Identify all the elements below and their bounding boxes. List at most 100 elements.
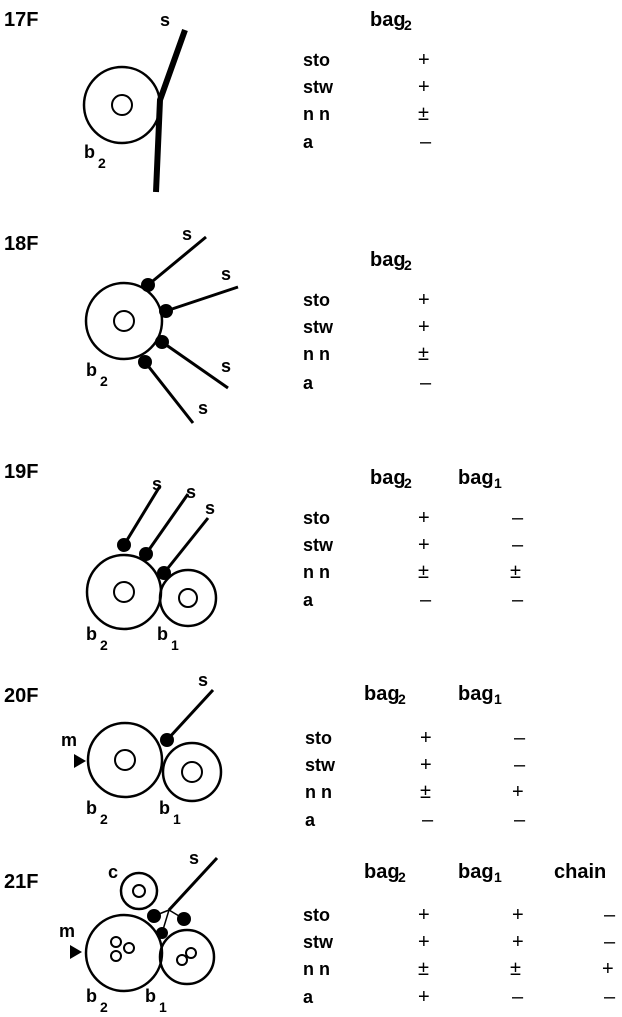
- cell-value: +: [512, 931, 524, 953]
- fiber-label: b: [86, 798, 97, 818]
- panel-id: 21F: [4, 871, 38, 893]
- row-label: sto: [303, 50, 330, 70]
- axon-label: s: [186, 482, 196, 502]
- row-label: a: [303, 132, 314, 152]
- s-axon: [147, 235, 207, 287]
- fiber-label-sub: 2: [100, 999, 108, 1015]
- fiber-label-sub: 2: [98, 155, 106, 171]
- col-header-sub: 2: [404, 257, 412, 273]
- row-label: stw: [305, 755, 336, 775]
- bag2-fiber: [86, 721, 164, 799]
- fiber-label: b: [86, 624, 97, 644]
- cell-value: +: [512, 904, 524, 926]
- col-header: chain: [554, 861, 606, 883]
- cell-value: ±: [420, 781, 431, 803]
- col-header: bag: [370, 467, 406, 489]
- axon-label: s: [152, 474, 162, 494]
- row-label: stw: [303, 535, 334, 555]
- ending-dot: [138, 355, 152, 369]
- ending-dot: [155, 335, 169, 349]
- ending-dot: [141, 278, 155, 292]
- row-label: a: [305, 810, 316, 830]
- s-axon: [165, 688, 215, 742]
- nucleus: [110, 936, 122, 948]
- row-label: n n: [303, 104, 330, 124]
- cell-value: +: [418, 49, 430, 71]
- cell-value: ±: [510, 958, 521, 980]
- ending-dot: [157, 566, 171, 580]
- panel-id: 17F: [4, 9, 38, 31]
- table-21F: bag 2 bag 1 chain sto stw n n a + + ± + …: [303, 861, 616, 1008]
- diagram-18F: [84, 235, 239, 424]
- col-header-sub: 2: [398, 691, 406, 707]
- row-label: a: [303, 373, 314, 393]
- fiber-label: b: [84, 142, 95, 162]
- cell-value: –: [604, 904, 616, 926]
- row-label: sto: [303, 508, 330, 528]
- col-header-sub: 2: [398, 869, 406, 885]
- col-header-sub: 2: [404, 17, 412, 33]
- cell-value: +: [420, 727, 432, 749]
- s-axon: [167, 856, 219, 912]
- table-19F: bag 2 bag 1 sto stw n n a + + ± – – – ± …: [303, 467, 524, 611]
- s-axon: [144, 493, 190, 555]
- nucleus: [113, 310, 135, 332]
- row-label: stw: [303, 317, 334, 337]
- ending-dot: [177, 912, 191, 926]
- col-header: bag: [370, 9, 406, 31]
- cell-value: +: [418, 289, 430, 311]
- row-label: n n: [303, 344, 330, 364]
- s-axon: [122, 485, 162, 546]
- row-label: stw: [303, 77, 334, 97]
- col-header-sub: 1: [494, 869, 502, 885]
- row-label: stw: [303, 932, 334, 952]
- ending-dot: [159, 304, 173, 318]
- cell-value: –: [420, 131, 432, 153]
- cell-value: –: [514, 809, 526, 831]
- nucleus: [178, 588, 198, 608]
- cell-value: ±: [418, 958, 429, 980]
- col-header: bag: [458, 467, 494, 489]
- chain-label: c: [108, 862, 118, 882]
- marker-label: m: [59, 921, 75, 941]
- cell-value: –: [604, 931, 616, 953]
- nucleus: [185, 947, 197, 959]
- cell-value: ±: [418, 561, 429, 583]
- cell-value: ±: [418, 103, 429, 125]
- diagram-19F: [85, 485, 218, 631]
- table-20F: bag 2 bag 1 sto stw n n a + + ± – – – + …: [305, 683, 526, 831]
- ending-dot: [139, 547, 153, 561]
- cell-value: +: [418, 316, 430, 338]
- m-pointer-icon: [70, 945, 82, 959]
- nucleus: [110, 950, 122, 962]
- ending-dot: [160, 733, 174, 747]
- cell-value: –: [512, 589, 524, 611]
- row-label: a: [303, 987, 314, 1007]
- panel-17F: 17F s b 2 bag 2 sto stw n n a + + ± –: [4, 9, 432, 193]
- axon-label: s: [198, 670, 208, 690]
- s-axon: [165, 285, 239, 313]
- row-label: n n: [303, 562, 330, 582]
- col-header-sub: 1: [494, 475, 502, 491]
- nucleus: [113, 581, 135, 603]
- nucleus: [123, 942, 135, 954]
- fiber-label: b: [86, 986, 97, 1006]
- panel-19F: 19F s s s b 2 b 1 bag 2 bag 1 sto stw n …: [4, 461, 524, 653]
- fiber-label: b: [157, 624, 168, 644]
- table-17F: bag 2 sto stw n n a + + ± –: [303, 9, 432, 153]
- bag1-fiber: [161, 741, 223, 803]
- s-axon: [143, 361, 195, 424]
- axon-label: s: [160, 10, 170, 30]
- nucleus: [176, 954, 188, 966]
- fiber-label: b: [86, 360, 97, 380]
- cell-value: +: [420, 754, 432, 776]
- cell-value: ±: [510, 561, 521, 583]
- ending-dot: [156, 927, 168, 939]
- cell-value: –: [512, 507, 524, 529]
- bag2-fiber: [84, 913, 164, 993]
- cell-value: +: [418, 986, 430, 1008]
- fiber-label-sub: 1: [171, 637, 179, 653]
- col-header-sub: 2: [404, 475, 412, 491]
- cell-value: +: [512, 781, 524, 803]
